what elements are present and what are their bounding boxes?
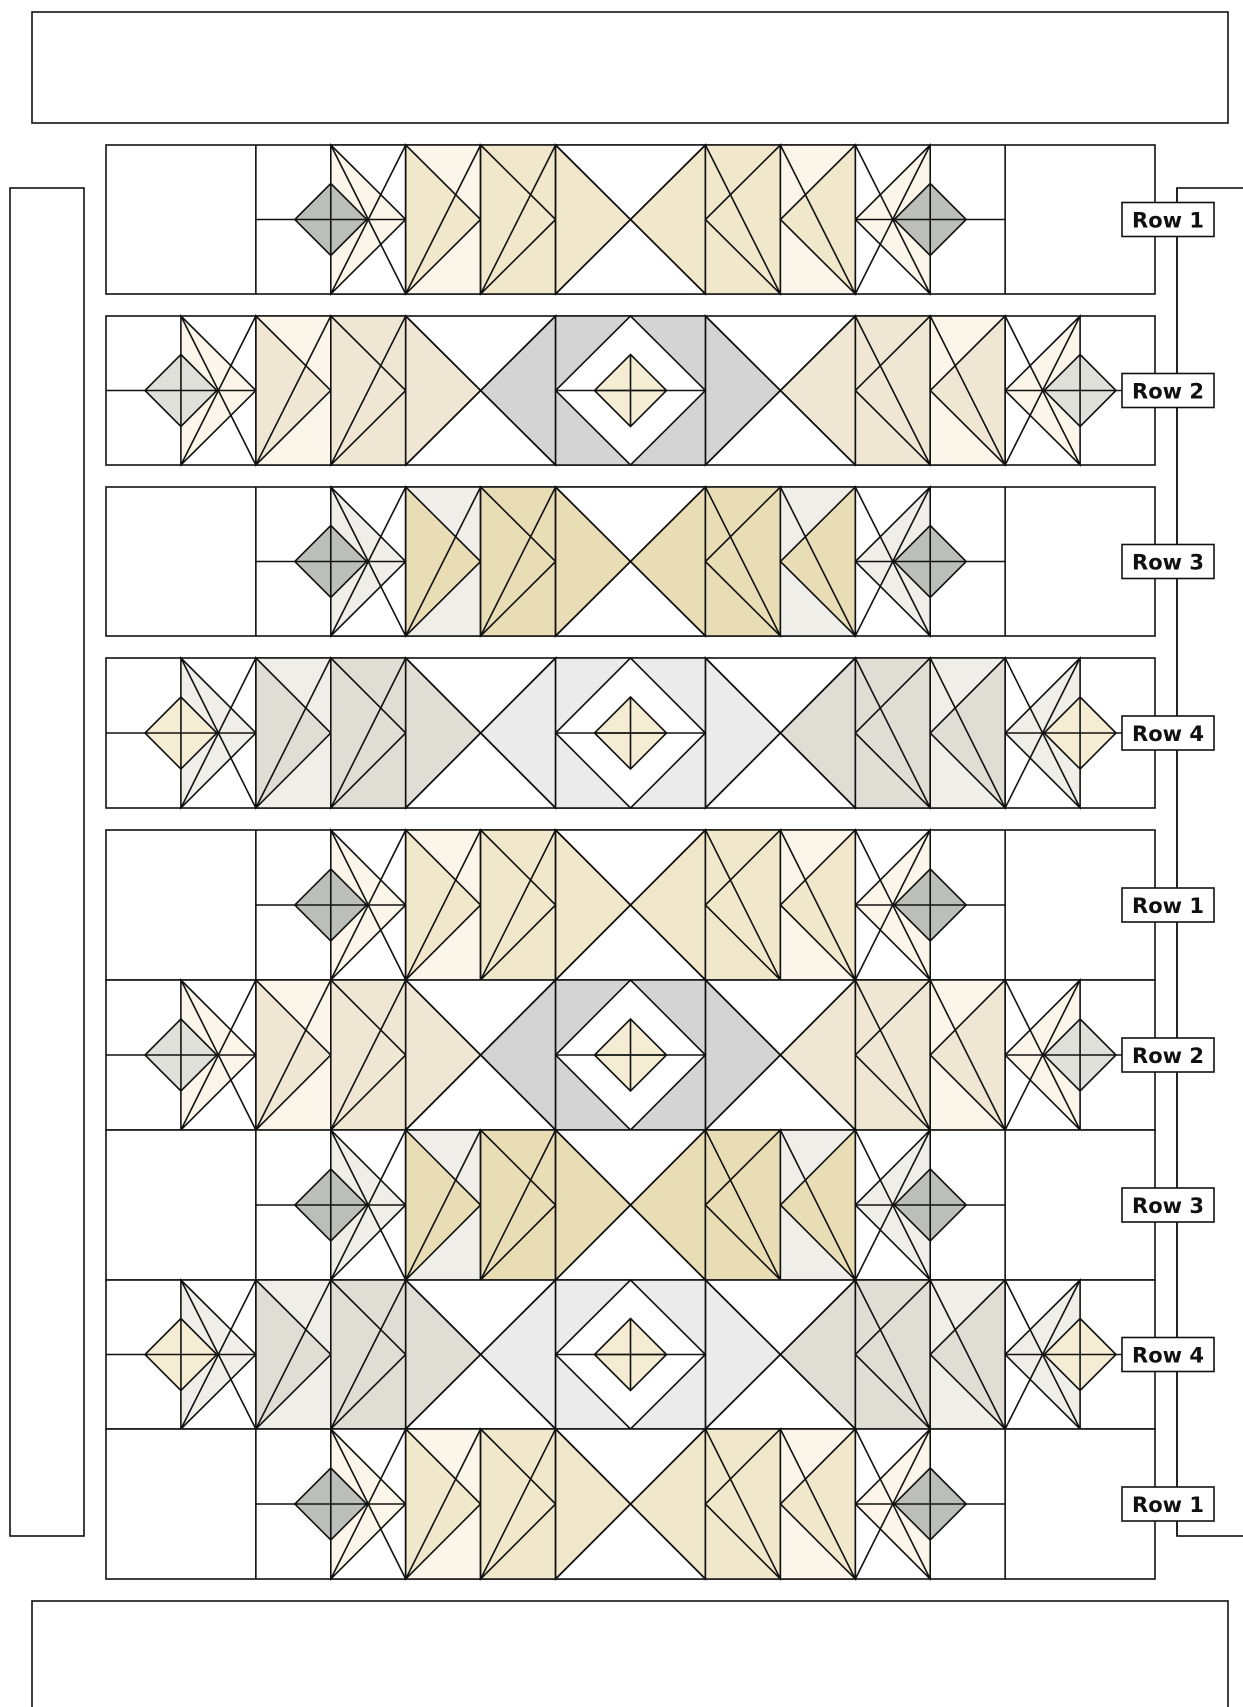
row-label: Row 1 (1122, 203, 1214, 237)
quilt-row (106, 1429, 1155, 1579)
quilt-row (106, 1130, 1155, 1280)
row-label: Row 2 (1122, 1038, 1214, 1072)
row-label: Row 1 (1122, 888, 1214, 922)
row-label-text: Row 4 (1132, 1344, 1204, 1368)
quilt-row (106, 830, 1155, 980)
row-label: Row 1 (1122, 1487, 1214, 1521)
row-label-text: Row 3 (1132, 1194, 1204, 1218)
row-label-text: Row 4 (1132, 722, 1204, 746)
row-label-text: Row 3 (1132, 551, 1204, 575)
row-label-text: Row 1 (1132, 209, 1204, 233)
row-label-text: Row 2 (1132, 1044, 1204, 1068)
row-label: Row 3 (1122, 1188, 1214, 1222)
quilt-row (106, 1280, 1155, 1429)
quilt-row (106, 658, 1155, 808)
row-label: Row 3 (1122, 545, 1214, 579)
quilt-rows (106, 145, 1155, 1579)
row-label-text: Row 2 (1132, 380, 1204, 404)
left-border-panel (10, 188, 84, 1536)
row-label: Row 2 (1122, 374, 1214, 408)
quilt-row (106, 316, 1155, 465)
quilt-row (106, 145, 1155, 294)
top-border-panel (32, 12, 1228, 123)
quilt-row (106, 487, 1155, 636)
row-label: Row 4 (1122, 716, 1214, 750)
row-label-text: Row 1 (1132, 1493, 1204, 1517)
row-label: Row 4 (1122, 1338, 1214, 1372)
bottom-border-panel (32, 1601, 1228, 1707)
quilt-row (106, 980, 1155, 1130)
row-label-text: Row 1 (1132, 894, 1204, 918)
